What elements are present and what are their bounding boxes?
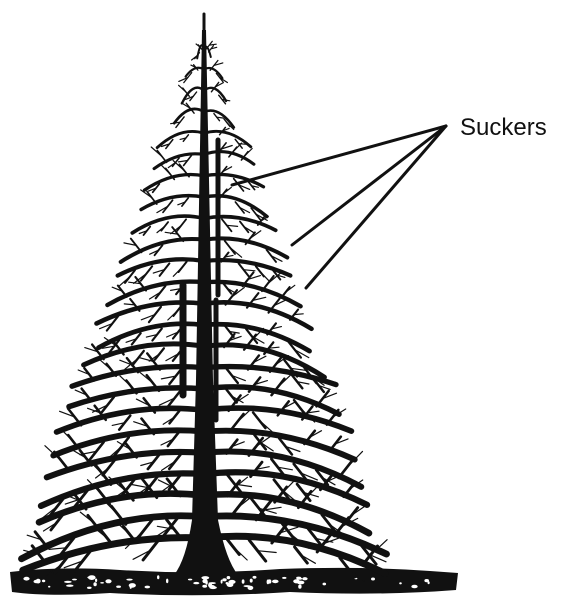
ground-speck	[296, 578, 302, 580]
ground-speck	[202, 585, 207, 588]
tree-branch	[204, 451, 361, 486]
ground-speck	[202, 579, 207, 583]
tree-twig	[173, 267, 182, 277]
callout-leader-lines	[232, 126, 446, 288]
tree-twig	[80, 512, 94, 523]
ground-speck	[188, 579, 192, 581]
ground-speck	[116, 586, 121, 588]
callout-leader-line	[232, 126, 446, 185]
ground-speck	[66, 585, 73, 587]
tree-twig	[119, 277, 130, 287]
ground-speck	[222, 578, 226, 581]
tree-twig	[168, 310, 178, 320]
ground-speck	[302, 577, 307, 580]
ground-speck	[248, 586, 254, 590]
ground-speck	[193, 582, 199, 584]
ground-speck	[323, 583, 327, 586]
ground-speck	[126, 579, 132, 581]
ground-speck	[227, 576, 231, 579]
tree-branch	[132, 216, 204, 233]
ground-speck	[411, 585, 417, 589]
tree-twig	[217, 117, 223, 118]
tree-twig	[223, 187, 231, 193]
ground-speck	[105, 579, 111, 583]
tree-twig	[278, 373, 293, 387]
ground-speck	[282, 577, 286, 579]
ground-speck	[87, 587, 92, 589]
tree-twig	[120, 376, 132, 387]
tree-twig	[281, 481, 295, 495]
ground-speck	[95, 579, 97, 583]
ground-speck	[100, 582, 104, 584]
ground-speck	[253, 576, 257, 579]
tree-branch	[145, 175, 205, 191]
ground-speck	[48, 586, 50, 588]
ground-speck	[267, 580, 270, 585]
ground-speck	[371, 578, 375, 581]
tree-twig	[157, 226, 165, 232]
ground-speck	[64, 581, 72, 583]
ground-speck	[428, 581, 430, 584]
ground-speck	[242, 579, 245, 583]
ground-speck	[209, 586, 216, 589]
tree-twig	[305, 485, 320, 500]
ground-speck	[221, 580, 223, 584]
ground-speck	[293, 579, 300, 583]
ground-speck	[42, 580, 45, 583]
tree-twig	[245, 149, 253, 156]
ground-speck	[250, 579, 253, 583]
tree-twig	[234, 477, 248, 488]
tree-twig	[192, 56, 198, 60]
tree-twig	[101, 360, 112, 370]
ground-speck	[36, 579, 41, 584]
tree-branch	[174, 109, 204, 123]
ground-speck	[130, 586, 132, 589]
ground-speck	[399, 582, 402, 584]
tree-twig	[260, 271, 269, 280]
ground-speck	[145, 586, 151, 589]
ground-speck	[23, 577, 29, 581]
ground-speck	[93, 582, 96, 586]
tree-twig	[231, 288, 244, 298]
ground-speck	[201, 576, 209, 579]
ground-speck	[157, 575, 159, 579]
ground-speck	[87, 577, 89, 579]
ground-speck	[228, 580, 235, 584]
ground-speck	[166, 579, 168, 584]
suckers-label: Suckers	[460, 114, 547, 142]
tree-branch	[204, 196, 267, 217]
tree-twig	[160, 164, 170, 174]
ground-speck	[272, 580, 279, 584]
tree-twig	[62, 430, 74, 442]
tree-branch	[141, 196, 204, 210]
tree-twig	[233, 143, 242, 152]
ground-speck	[298, 585, 301, 589]
ground-speck	[209, 582, 216, 584]
ground-speck	[72, 579, 77, 581]
tree-twig	[233, 547, 247, 561]
callout-leader-line	[306, 126, 446, 288]
tree-twig	[294, 314, 303, 315]
callout-leader-line	[292, 126, 446, 245]
tree-twig	[139, 371, 153, 383]
tree-twig	[179, 85, 186, 92]
